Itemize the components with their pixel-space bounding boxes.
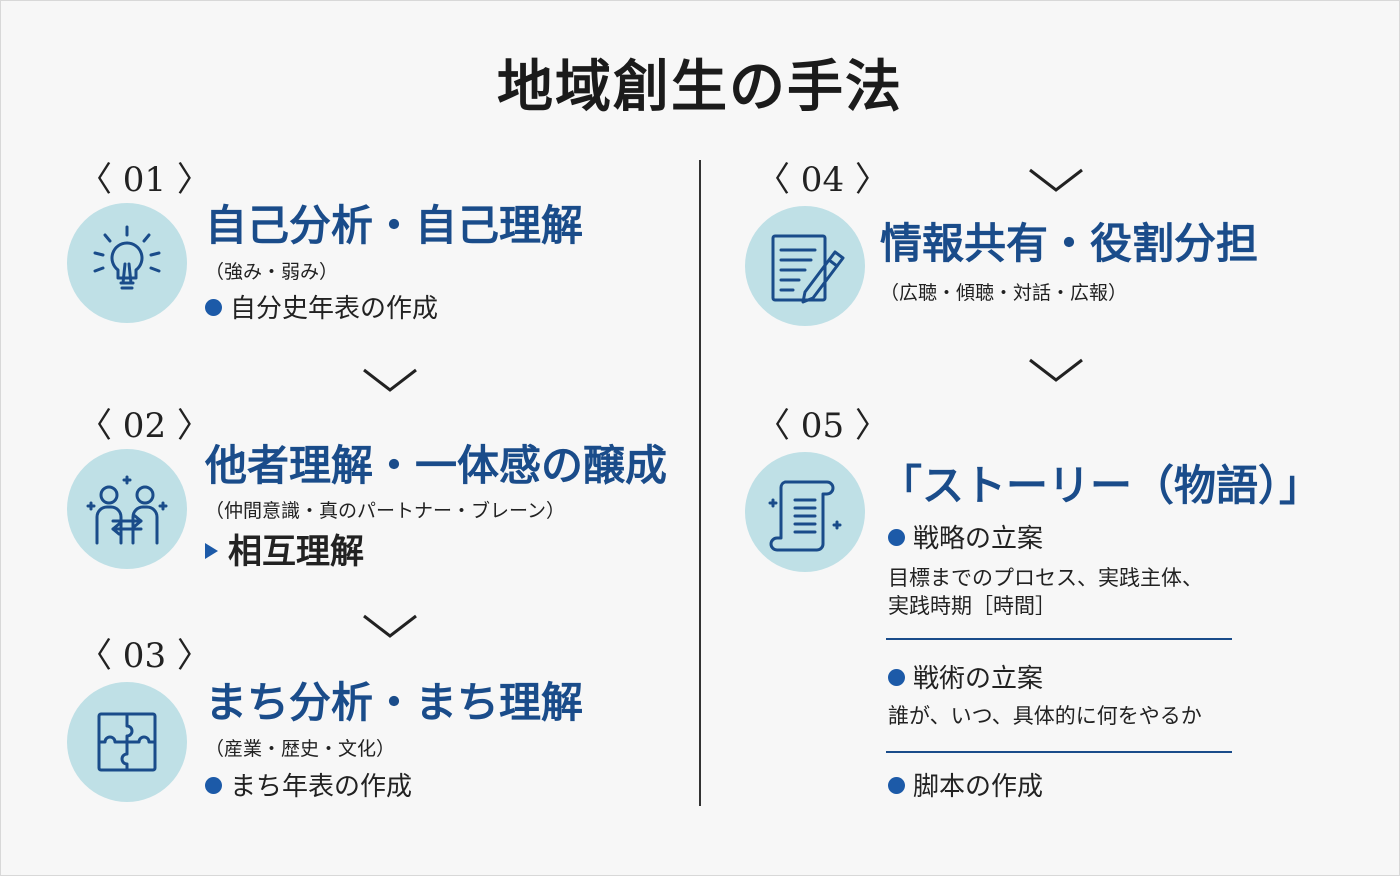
chevron-down-icon (1029, 168, 1083, 192)
chevron-down-icon (1029, 358, 1083, 382)
bullet-dot (888, 777, 905, 794)
lightbulb-icon (93, 225, 161, 290)
step-05-item-1-desc-line-1: 目標までのプロセス、実践主体、 (888, 566, 1203, 590)
step-05-heading: 「ストーリー（物語）」 (880, 461, 1322, 510)
step-01-item-label: 自分史年表の作成 (230, 294, 439, 324)
step-02-item-label: 相互理解 (228, 532, 364, 572)
step-05-item-3-label: 脚本の作成 (913, 772, 1044, 802)
step-04-icon-circle (745, 206, 865, 326)
step-05-icon-circle (745, 452, 865, 572)
step-05-item-1-label: 戦略の立案 (913, 524, 1044, 554)
people-icon (86, 475, 168, 545)
step-03-item: まち年表の作成 (205, 770, 412, 804)
step-03-heading: まち分析・まち理解 (205, 678, 584, 727)
step-05-item-2-desc-line-1: 誰が、いつ、具体的に何をやるか (888, 704, 1202, 728)
step-number-01: 〈 01 〉 (78, 160, 211, 200)
chevron-down-icon (363, 368, 417, 392)
step-03-item-label: まち年表の作成 (230, 772, 413, 802)
step-01-icon-circle (67, 203, 187, 323)
page-title: 地域創生の手法 (497, 54, 903, 120)
step-02-heading: 他者理解・一体感の醸成 (205, 441, 668, 490)
column-divider (699, 160, 701, 806)
bullet-dot (888, 529, 905, 546)
bullet-dot (888, 669, 905, 686)
step-04-sub: （広聴・傾聴・対話・広報） (880, 282, 1128, 304)
bullet-dot (205, 777, 222, 794)
step-number-02: 〈 02 〉 (78, 406, 211, 446)
scroll-icon (768, 480, 842, 552)
step-05-item-3: 脚本の作成 (888, 770, 1043, 804)
step-03-icon-circle (67, 682, 187, 802)
step-05-item-1-desc-line-2: 実践時期［時間］ (888, 594, 1056, 618)
step-01-heading: 自己分析・自己理解 (205, 201, 584, 250)
chevron-down-icon (363, 614, 417, 638)
step-05-item-2-label: 戦術の立案 (913, 664, 1044, 694)
step-02-item: 相互理解 (205, 532, 364, 572)
step-number-03: 〈 03 〉 (78, 636, 211, 676)
document-pen-icon (771, 234, 845, 304)
step-01-sub: （強み・弱み） (205, 261, 339, 283)
step-05-item-1: 戦略の立案 (888, 522, 1043, 556)
divider-rule (886, 638, 1232, 640)
step-02-sub: （仲間意識・真のパートナー・ブレーン） (205, 500, 566, 522)
step-05-item-2: 戦術の立案 (888, 662, 1043, 696)
step-03-sub: （産業・歴史・文化） (205, 738, 396, 760)
divider-rule (886, 751, 1232, 753)
step-02-icon-circle (67, 449, 187, 569)
arrow-bullet-icon (205, 543, 218, 559)
puzzle-icon (97, 712, 157, 772)
step-04-heading: 情報共有・役割分担 (880, 219, 1259, 268)
step-01-item: 自分史年表の作成 (205, 292, 438, 326)
step-number-05: 〈 05 〉 (756, 406, 889, 446)
bullet-dot (205, 299, 222, 316)
step-number-04: 〈 04 〉 (756, 160, 889, 200)
